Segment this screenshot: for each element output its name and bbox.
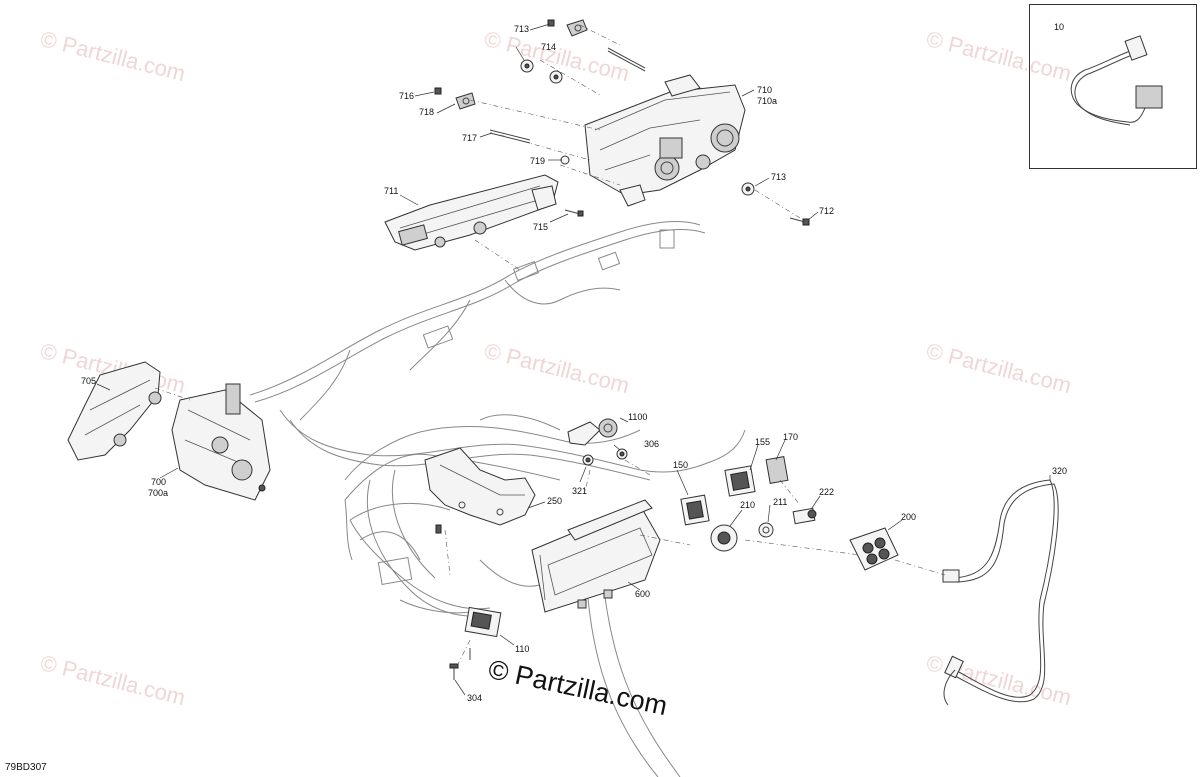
callout-713b: 713: [771, 172, 787, 182]
bracket-705: [67, 361, 162, 461]
callout-250: 250: [547, 496, 563, 506]
callout-712: 712: [819, 206, 835, 216]
inset-harness-10: [1070, 35, 1163, 126]
switch-155: [724, 465, 756, 497]
hardware-top: [434, 19, 810, 226]
callout-600: 600: [635, 589, 651, 599]
screw-304: [449, 648, 471, 680]
callout-1100: 1100: [628, 412, 648, 422]
cover-170: [765, 456, 789, 484]
callout-711: 711: [384, 186, 399, 196]
callout-717: 717: [462, 133, 478, 143]
bracket-250: [424, 447, 536, 534]
callout-306: 306: [644, 439, 660, 449]
callout-713: 713: [514, 24, 530, 34]
callout-200: 200: [901, 512, 917, 522]
callout-222: 222: [819, 487, 835, 497]
callout-710: 710: [757, 85, 773, 95]
gauge-cluster-600: [531, 499, 661, 613]
switch-110: [464, 606, 502, 638]
connector-222: [792, 507, 817, 525]
inset-frame: [1029, 4, 1197, 169]
knob-210: [710, 524, 738, 552]
callout-304: 304: [467, 693, 483, 703]
inset-callout-label: 10: [1054, 22, 1065, 32]
socket-1100: [567, 418, 628, 466]
frame-outline: [344, 414, 641, 614]
harness-320: [942, 479, 1059, 706]
callout-700: 700: [151, 477, 167, 487]
callout-320: 320: [1052, 466, 1068, 476]
wiring-harness: [249, 221, 746, 777]
callout-719: 719: [530, 156, 546, 166]
headlight-right-710: [584, 74, 746, 207]
switch-panel-200: [849, 527, 899, 571]
bracket-711: [384, 174, 559, 251]
callout-210: 210: [740, 500, 756, 510]
callout-150: 150: [673, 460, 689, 470]
switch-150: [680, 494, 710, 526]
diagram-id: 79BD307: [5, 762, 47, 773]
assembly-leaders: [154, 24, 946, 665]
callout-716: 716: [399, 91, 415, 101]
callout-ticks: [96, 23, 1051, 696]
callout-321: 321: [572, 486, 588, 496]
callout-211: 211: [773, 497, 788, 507]
callout-718: 718: [419, 107, 435, 117]
callout-710a: 710a: [757, 96, 778, 106]
callout-170: 170: [783, 432, 799, 442]
callout-155: 155: [755, 437, 771, 447]
callout-110: 110: [515, 644, 530, 654]
headlight-left-700: [171, 383, 271, 501]
callout-700a: 700a: [148, 488, 169, 498]
callout-715: 715: [533, 222, 549, 232]
callout-705: 705: [81, 376, 97, 386]
callout-714: 714: [541, 42, 557, 52]
nut-211: [758, 522, 774, 538]
